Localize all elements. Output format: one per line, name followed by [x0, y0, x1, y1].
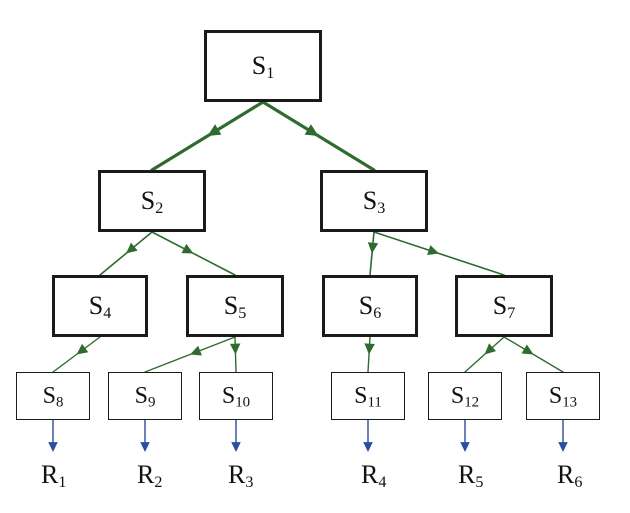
- arrow-s4-s8: [76, 343, 89, 355]
- node-s3: S3: [320, 170, 428, 232]
- node-s9: S9: [108, 372, 182, 420]
- node-s5-label: S5: [223, 291, 247, 323]
- node-s6: S6: [322, 275, 418, 337]
- result-r6: R6: [557, 460, 583, 492]
- node-s6-label: S6: [358, 291, 382, 323]
- arrow-s3-s6: [367, 242, 379, 254]
- arrow-s2-s4: [126, 242, 138, 254]
- arrow-s3-s7: [427, 245, 439, 256]
- node-s4: S4: [52, 275, 148, 337]
- node-s8-label: S8: [42, 383, 64, 411]
- node-s12-label: S12: [450, 383, 480, 411]
- result-arrow-r2: [140, 442, 150, 452]
- node-s10: S10: [199, 372, 273, 420]
- node-s11: S11: [331, 372, 405, 420]
- node-s9-label: S9: [134, 383, 156, 411]
- node-s12: S12: [428, 372, 502, 420]
- node-s13: S13: [526, 372, 600, 420]
- node-s1: S1: [204, 30, 322, 102]
- node-s7-label: S7: [492, 291, 516, 323]
- result-r1: R1: [41, 460, 67, 492]
- node-s11-label: S11: [354, 383, 382, 411]
- arrow-s2-s5: [181, 243, 194, 254]
- arrow-s6-s11: [364, 343, 375, 355]
- result-r5: R5: [458, 460, 484, 492]
- result-arrow-r1: [48, 442, 58, 452]
- result-arrow-r5: [460, 442, 470, 452]
- result-r4: R4: [361, 460, 387, 492]
- result-arrow-r6: [558, 442, 568, 452]
- node-s2: S2: [98, 170, 206, 232]
- result-arrow-r4: [363, 442, 373, 452]
- node-s8: S8: [16, 372, 90, 420]
- node-s13-label: S13: [548, 383, 578, 411]
- node-s10-label: S10: [221, 383, 251, 411]
- arrow-s5-s9: [190, 345, 202, 356]
- result-arrow-r3: [231, 442, 241, 452]
- node-s3-label: S3: [362, 186, 386, 218]
- arrow-s1-s3: [304, 124, 319, 136]
- node-s4-label: S4: [88, 291, 112, 323]
- arrow-s7-s13: [521, 344, 534, 355]
- result-r3: R3: [228, 460, 254, 492]
- node-s1-label: S1: [251, 51, 275, 83]
- arrow-s1-s2: [207, 124, 222, 136]
- arrow-s5-s10: [229, 343, 241, 355]
- node-s2-label: S2: [140, 186, 164, 218]
- node-s5: S5: [186, 275, 284, 337]
- result-r2: R2: [137, 460, 163, 492]
- node-s7: S7: [455, 275, 553, 337]
- arrow-s7-s12: [484, 343, 497, 355]
